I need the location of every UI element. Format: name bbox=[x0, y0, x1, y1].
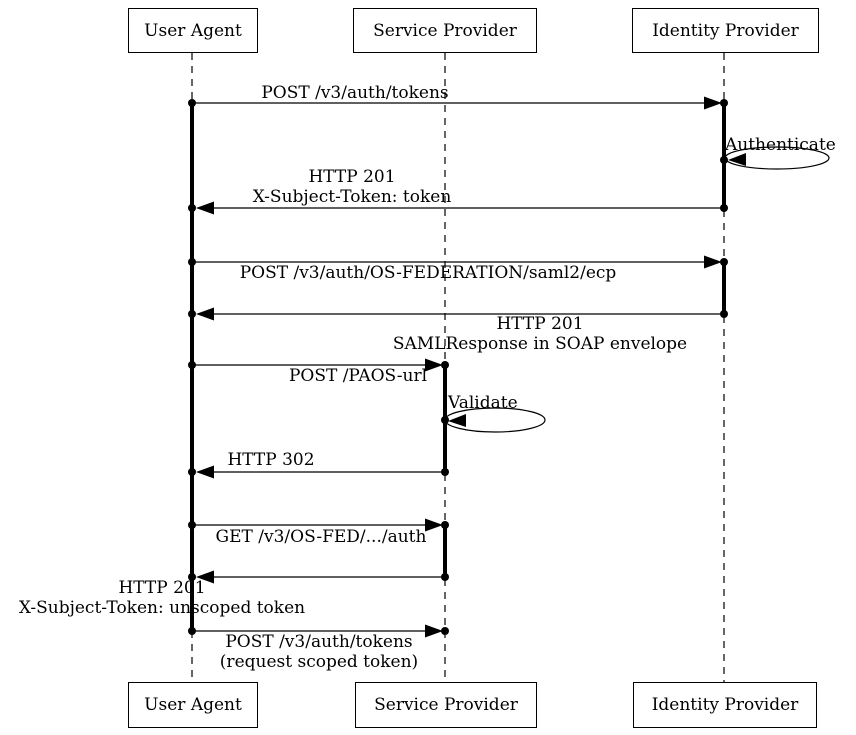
actor-box-user-agent-top: User Agent bbox=[128, 8, 258, 53]
actor-label: Identity Provider bbox=[651, 695, 799, 715]
message-text: POST /v3/auth/tokens bbox=[225, 632, 413, 652]
actor-box-user-agent-bottom: User Agent bbox=[128, 682, 258, 728]
arrowhead-right-icon bbox=[425, 518, 443, 532]
actor-label: Identity Provider bbox=[652, 20, 799, 41]
actor-label: User Agent bbox=[144, 695, 242, 715]
message-text: X-Subject-Token: unscoped token bbox=[18, 598, 306, 618]
lifelines bbox=[191, 53, 725, 682]
arrowhead-left-icon bbox=[196, 465, 214, 479]
message-label-post-scoped-token: POST /v3/auth/tokens (request scoped tok… bbox=[220, 632, 418, 672]
actor-box-identity-provider-top: Identity Provider bbox=[632, 8, 819, 53]
message-text: POST /v3/auth/OS-FEDERATION/saml2/ecp bbox=[239, 263, 617, 283]
message-text: (request scoped token) bbox=[219, 652, 419, 672]
message-text: SAMLResponse in SOAP envelope bbox=[392, 334, 688, 354]
message-text: POST /PAOS-url bbox=[288, 366, 428, 386]
message-label-get-os-fed: GET /v3/OS-FED/.../auth bbox=[216, 527, 427, 547]
actor-box-identity-provider-bottom: Identity Provider bbox=[633, 682, 817, 728]
message-label-post-paos: POST /PAOS-url bbox=[289, 366, 427, 386]
arrowhead-right-icon bbox=[425, 624, 443, 638]
message-label-post-os-federation: POST /v3/auth/OS-FEDERATION/saml2/ecp bbox=[240, 263, 617, 283]
message-text: Authenticate bbox=[725, 135, 836, 155]
message-text: X-Subject-Token: token bbox=[252, 187, 452, 207]
message-label-http201-saml: HTTP 201 SAMLResponse in SOAP envelope bbox=[393, 314, 687, 354]
message-text: GET /v3/OS-FED/.../auth bbox=[215, 527, 427, 547]
message-text: POST /v3/auth/tokens bbox=[261, 83, 449, 103]
actor-label: User Agent bbox=[144, 20, 242, 41]
message-label-post-tokens: POST /v3/auth/tokens bbox=[261, 83, 448, 103]
arrowhead-left-icon bbox=[448, 414, 466, 427]
arrowhead-left-icon bbox=[196, 570, 214, 584]
actor-label: Service Provider bbox=[373, 20, 517, 41]
message-text: HTTP 201 bbox=[496, 314, 584, 334]
message-text: Validate bbox=[448, 393, 518, 413]
arrowhead-left-icon bbox=[196, 307, 214, 321]
message-label-validate: Validate bbox=[448, 393, 518, 413]
message-lines bbox=[192, 102, 724, 632]
arrowheads bbox=[196, 96, 746, 638]
arrowhead-right-icon bbox=[704, 255, 722, 269]
message-text: HTTP 302 bbox=[227, 450, 315, 470]
actor-box-service-provider-bottom: Service Provider bbox=[355, 682, 537, 728]
message-text: HTTP 201 bbox=[118, 578, 206, 598]
arrowhead-left-icon bbox=[196, 201, 214, 215]
message-label-http201-token: HTTP 201 X-Subject-Token: token bbox=[253, 167, 452, 207]
message-endpoint-dots bbox=[188, 99, 728, 635]
self-loops bbox=[444, 146, 830, 433]
message-label-http201-unscoped: HTTP 201 X-Subject-Token: unscoped token bbox=[19, 578, 305, 618]
message-label-authenticate: Authenticate bbox=[725, 135, 836, 155]
message-text: HTTP 201 bbox=[308, 167, 396, 187]
arrowhead-right-icon bbox=[704, 96, 722, 110]
arrowhead-right-icon bbox=[425, 358, 443, 372]
actor-box-service-provider-top: Service Provider bbox=[353, 8, 537, 53]
message-label-http302: HTTP 302 bbox=[227, 450, 314, 470]
arrowhead-left-icon bbox=[728, 153, 746, 166]
actor-label: Service Provider bbox=[374, 695, 518, 715]
